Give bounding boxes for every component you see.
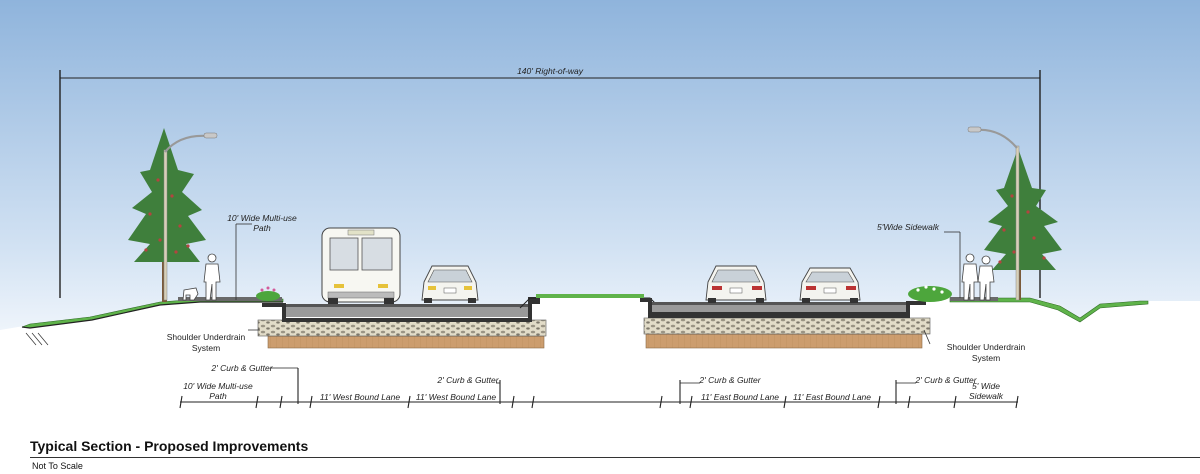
eastbound-pavement (640, 298, 931, 349)
eastbound-car-2 (799, 267, 861, 303)
dim-curb-gutter-1: 2' Curb & Gutter (210, 363, 273, 373)
section-subtitle: Not To Scale (32, 461, 83, 471)
dim-west-lane-1: 11' West Bound Lane (320, 392, 400, 402)
dim-east-lane-2: 11' East Bound Lane (793, 392, 871, 402)
multi-use-path-callout: 10' Wide Multi-use Path (227, 213, 297, 300)
right-streetlight (967, 126, 1020, 301)
westbound-car (421, 265, 479, 303)
underdrain-right-line1: Shoulder Underdrain (947, 342, 1026, 352)
underdrain-left-line1: Shoulder Underdrain (167, 332, 246, 342)
underdrain-left-line2: System (192, 343, 220, 353)
left-slope-hatch (25, 332, 49, 346)
sidewalk-callout-label: 5'Wide Sidewalk (877, 222, 940, 232)
dim-sidewalk-line1: 5' Wide (972, 381, 1000, 391)
pedestrians-right (961, 253, 995, 301)
path-callout-line2: Path (253, 223, 271, 233)
dim-curb-gutter-2: 2' Curb & Gutter (436, 375, 499, 385)
dim-path-line1: 10' Wide Multi-use (183, 381, 253, 391)
multi-use-path-surface (178, 297, 282, 301)
dim-west-lane-2: 11' West Bound Lane (416, 392, 496, 402)
dim-curb-gutter-3: 2' Curb & Gutter (698, 375, 761, 385)
underdrain-callout-left: Shoulder Underdrain System (167, 329, 260, 353)
dim-east-lane-1: 11' East Bound Lane (701, 392, 779, 402)
dimension-string: 2' Curb & Gutter 10' Wide Multi-use Path… (179, 363, 1019, 409)
westbound-pavement (257, 297, 547, 349)
pedestrian-with-dog (182, 253, 221, 301)
dim-sidewalk-line2: Sidewalk (969, 391, 1004, 401)
svg-text:Path: Path (253, 223, 271, 233)
left-streetlight (163, 132, 218, 301)
sidewalk-callout: 5'Wide Sidewalk (877, 222, 961, 298)
ground (0, 294, 1200, 430)
median-planter-left (256, 286, 280, 301)
right-of-way-label: 140' Right-of-way (517, 66, 584, 76)
section-title: Typical Section - Proposed Improvements (30, 438, 309, 454)
underdrain-callout-right: Shoulder Underdrain System (923, 329, 1026, 363)
dim-path-line2: Path (209, 391, 227, 401)
eastbound-car-1 (705, 265, 767, 303)
title-divider (30, 457, 1200, 458)
path-callout-line1: 10' Wide Multi-use (227, 213, 297, 223)
svg-text:10' Wide Multi-use: 10' Wide Multi-use (227, 213, 297, 223)
shrub-right (908, 285, 952, 302)
dim-curb-gutter-4: 2' Curb & Gutter (914, 375, 977, 385)
sky (0, 0, 1200, 330)
bus (321, 227, 401, 304)
underdrain-right-line2: System (972, 353, 1000, 363)
